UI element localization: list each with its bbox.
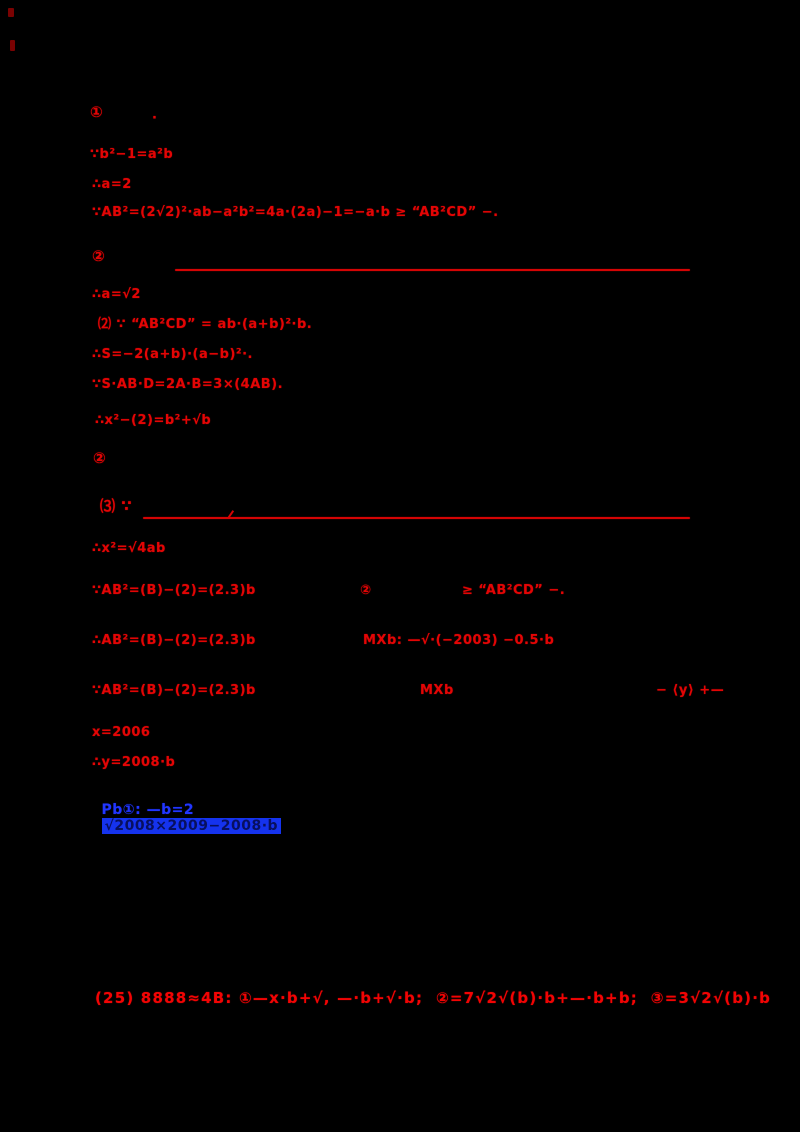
math-line: · bbox=[152, 111, 158, 126]
math-line: ② bbox=[92, 247, 106, 265]
math-line: ∴a=2 bbox=[92, 177, 132, 192]
math-line: ∴a=√2 bbox=[92, 287, 141, 302]
math-line: − ⟨y⟩ +— bbox=[656, 683, 725, 698]
math-line: ∵b²−1=a²b bbox=[90, 147, 174, 162]
math-line: ∵AB²=(B)−(2)=(2.3)b bbox=[92, 683, 256, 698]
ink-speck bbox=[10, 40, 15, 51]
horizontal-rule bbox=[175, 269, 690, 271]
ink-speck bbox=[8, 8, 14, 17]
math-line: ∴x²−(2)=b²+√b bbox=[95, 413, 212, 428]
math-line: MXb: —√·(−2003) −0.5·b bbox=[363, 633, 555, 648]
horizontal-rule bbox=[143, 517, 690, 519]
highlighted-result: √2008×2009−2008·b bbox=[101, 817, 282, 834]
math-line: ≥ “AB²CD” −. bbox=[462, 583, 566, 598]
math-line: MXb bbox=[420, 683, 454, 698]
math-line: ∵S·AB·D=2A·B=3×(4AB). bbox=[92, 377, 284, 392]
math-line: ∴S=−2(a+b)·(a−b)²·. bbox=[92, 347, 253, 362]
result-line: Pb①: —b=2 √2008×2009−2008·b bbox=[80, 788, 282, 850]
math-line: ⑵ ∵ “AB²CD” = ab·(a+b)²·b. bbox=[98, 317, 313, 332]
answer-line: (25) 8888≈4B: ①—x·b+√, —·b+√·b; ②=7√2√(b… bbox=[95, 989, 772, 1007]
math-line: ⑶ ∵ bbox=[100, 497, 133, 515]
math-line: ∴x²=√4ab bbox=[92, 541, 166, 556]
math-line: ∴y=2008·b bbox=[92, 755, 176, 770]
math-line: ② bbox=[360, 583, 372, 598]
math-line: ∵AB²=(B)−(2)=(2.3)b bbox=[92, 583, 256, 598]
math-line: ∴AB²=(B)−(2)=(2.3)b bbox=[92, 633, 256, 648]
math-line: ② bbox=[93, 449, 107, 467]
math-line: ① bbox=[90, 103, 104, 121]
result-prefix: Pb①: —b=2 bbox=[101, 802, 195, 819]
math-line: x=2006 bbox=[92, 725, 151, 740]
math-line: ∵AB²=(2√2)²·ab−a²b²=4a·(2a)−1=−a·b ≥ “AB… bbox=[92, 205, 499, 220]
